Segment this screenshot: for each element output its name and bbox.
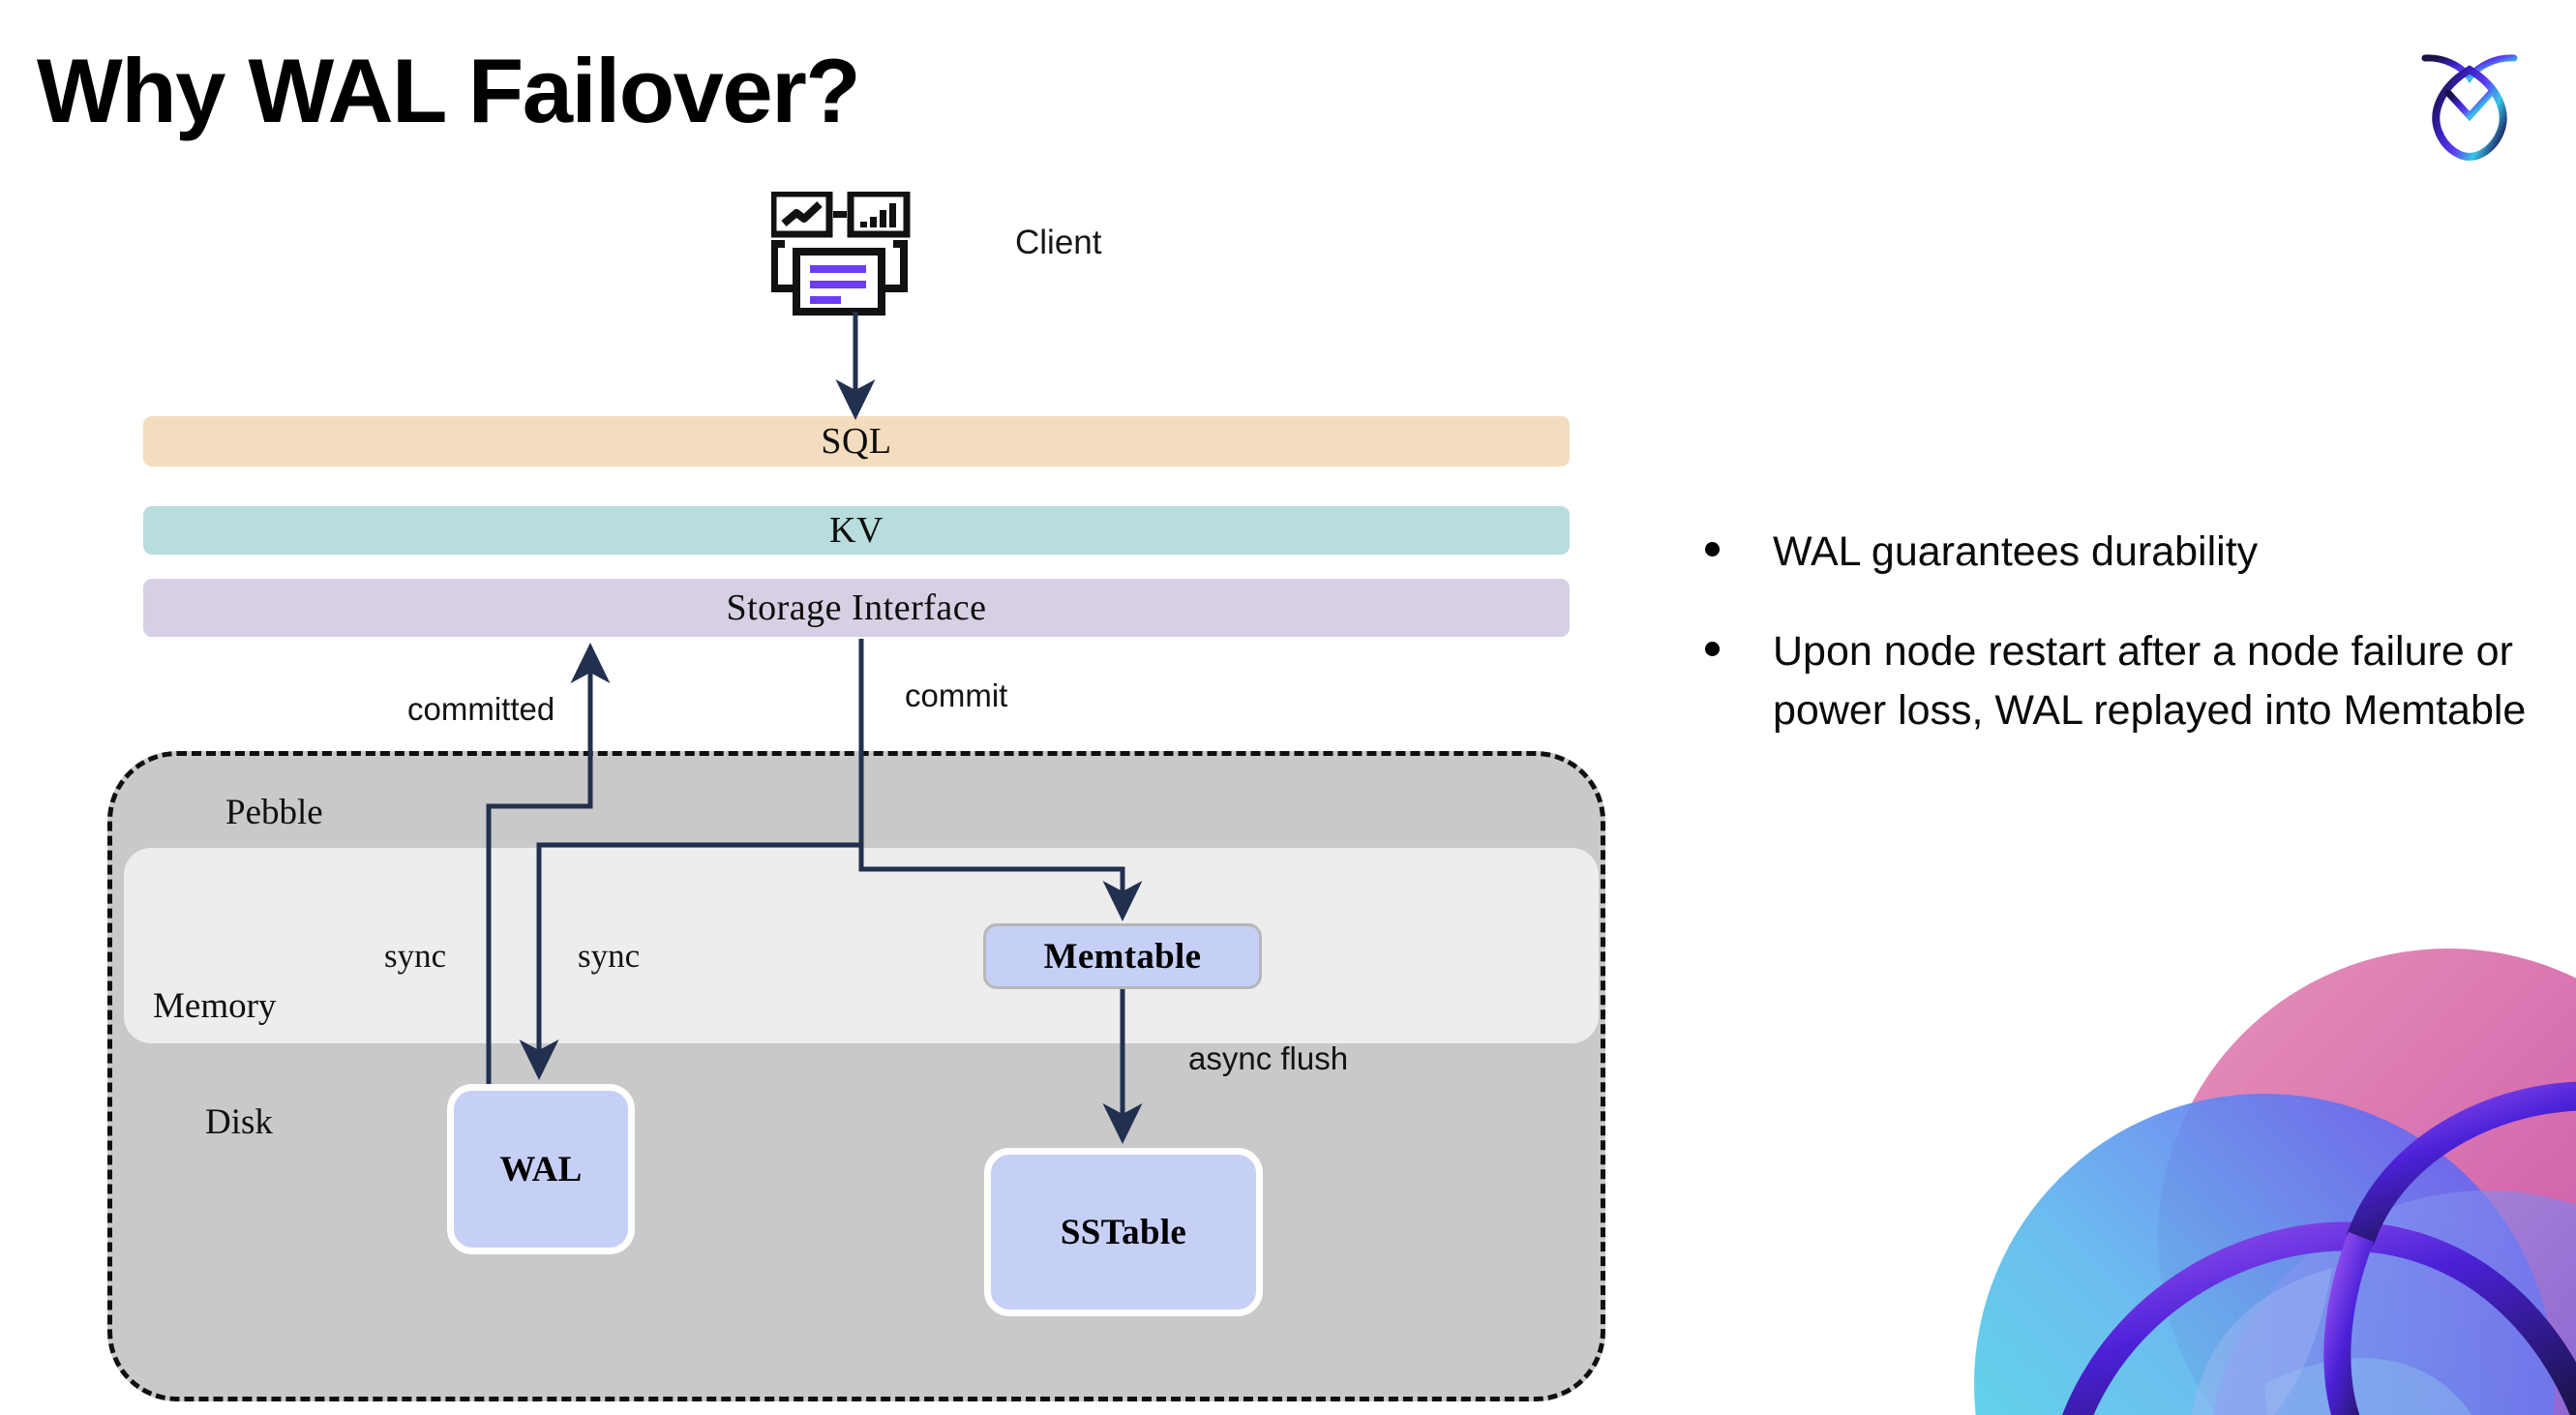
analytics-dashboard-icon (769, 190, 926, 316)
bullet-text: WAL guarantees durability (1773, 528, 2259, 575)
bullet-text: Upon node restart after a node failure o… (1773, 628, 2527, 735)
node-box-wal-label: WAL (499, 1149, 583, 1189)
client-label: Client (1015, 224, 1102, 261)
edge-label-sync-b: sync (578, 937, 641, 975)
page-title: Why WAL Failover? (37, 40, 861, 141)
layer-bar-kv-label: KV (829, 510, 884, 551)
bullet-dot-icon (1705, 542, 1720, 557)
node-box-wal: WAL (447, 1084, 635, 1254)
memory-label: Memory (153, 986, 277, 1026)
pebble-label: Pebble (225, 793, 323, 832)
layer-bar-kv: KV (143, 506, 1570, 555)
node-box-memtable: Memtable (983, 923, 1262, 989)
bullet-dot-icon (1705, 642, 1720, 657)
disk-label: Disk (205, 1102, 273, 1142)
list-item: Upon node restart after a node failure o… (1705, 622, 2537, 740)
edge-label-committed: committed (407, 691, 555, 727)
edge-label-commit: commit (905, 677, 1008, 713)
edge-label-sync-a: sync (384, 937, 447, 975)
node-box-sstable: SSTable (984, 1148, 1263, 1316)
layer-bar-storage-interface-label: Storage Interface (726, 587, 987, 628)
node-box-sstable-label: SSTable (1060, 1212, 1187, 1252)
decorative-brand-artwork (1945, 929, 2576, 1415)
layer-bar-sql-label: SQL (821, 421, 892, 462)
pebble-container (107, 751, 1605, 1401)
bullet-list: WAL guarantees durability Upon node rest… (1705, 523, 2537, 781)
cockroachdb-logo (2411, 33, 2528, 162)
list-item: WAL guarantees durability (1705, 523, 2537, 582)
layer-bar-sql: SQL (143, 416, 1570, 467)
memory-band (124, 848, 1599, 1043)
layer-bar-storage-interface: Storage Interface (143, 579, 1570, 637)
edge-label-async-flush: async flush (1188, 1040, 1349, 1076)
node-box-memtable-label: Memtable (1043, 936, 1202, 977)
